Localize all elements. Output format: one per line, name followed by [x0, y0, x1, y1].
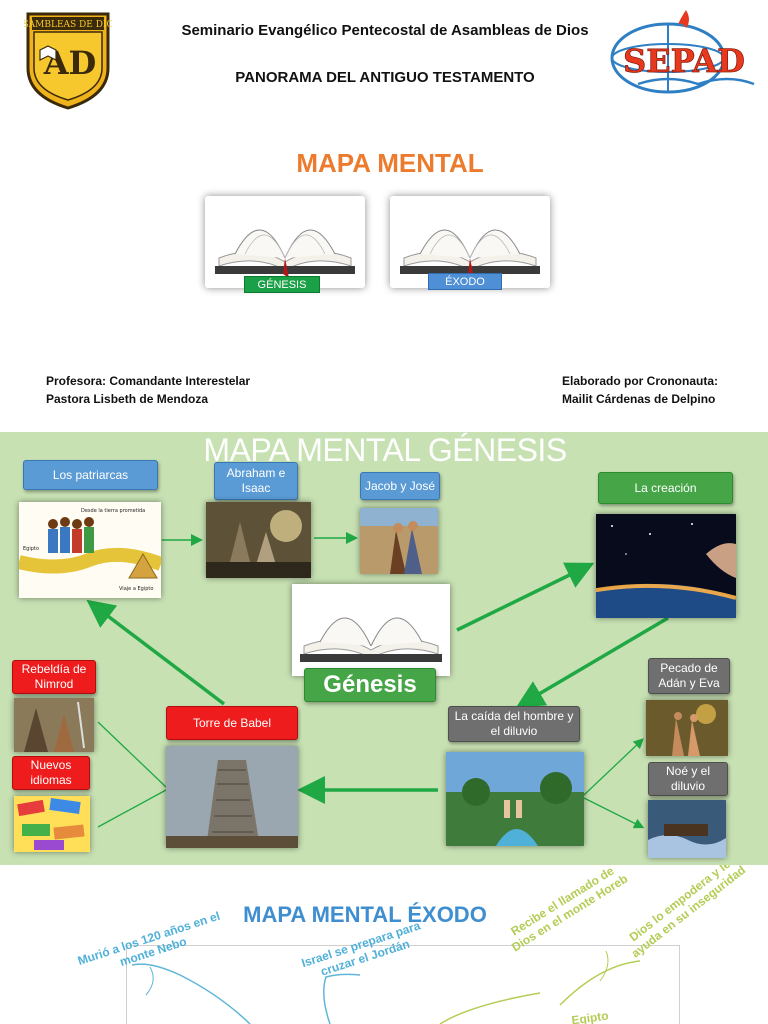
exodo-book-label[interactable]: ÉXODO: [428, 273, 502, 290]
teacher-credits: Profesora: Comandante Interestelar Pasto…: [46, 372, 250, 408]
sepad-logo-text: SEPAD: [623, 42, 745, 80]
patriarcas-caption-2: Egipto: [23, 546, 39, 552]
creacion-image: [596, 514, 736, 618]
node-pecado-adan-eva[interactable]: Pecado de Adán y Eva: [648, 658, 730, 694]
arrow-creacion-caida: [515, 616, 669, 708]
open-book-icon: [390, 196, 550, 288]
caida-image: [446, 752, 584, 846]
sepad-logo: SEPAD: [608, 6, 758, 104]
exodo-branches: [131, 950, 641, 1024]
noe-image: [648, 800, 726, 858]
cover-page: ASAMBLEAS DE DIOS AD Seminario Evangélic…: [0, 0, 768, 432]
patriarcas-caption-1: Desde la tierra prometida: [81, 508, 145, 514]
logo-arc-text: ASAMBLEAS DE DIOS: [24, 20, 112, 30]
exodo-map-title: MAPA MENTAL ÉXODO: [243, 902, 487, 927]
idiomas-image: [14, 796, 90, 852]
branch-line-jordan: [323, 973, 361, 1024]
author-line-1: Elaborado por Crononauta:: [562, 374, 718, 388]
cover-title: MAPA MENTAL: [296, 148, 484, 178]
open-book-icon: [205, 196, 365, 288]
arrow-babel-patriarcas: [86, 599, 226, 706]
patriarcas-caption-3: Viaje a Egipto: [119, 586, 153, 592]
node-creacion[interactable]: La creación: [598, 472, 733, 504]
arrow-genesis-creacion: [456, 562, 595, 632]
genesis-book-card[interactable]: [205, 196, 365, 288]
genesis-book-label[interactable]: GÉNESIS: [244, 276, 320, 293]
node-rebeldia-nimrod[interactable]: Rebeldía de Nimrod: [12, 660, 96, 694]
exodo-frame: [126, 945, 680, 1024]
torre-babel-image: [166, 746, 298, 848]
adan-eva-image: [646, 700, 728, 756]
exodo-mind-map: MAPA MENTAL ÉXODO Murió a los 120 años e…: [0, 865, 768, 1024]
author-credits: Elaborado por Crononauta: Mailit Cárdena…: [562, 372, 718, 408]
branch-line-muerte: [131, 963, 251, 1024]
arrow-caida-pecado: [583, 738, 644, 796]
genesis-center-book: [292, 584, 450, 676]
jacob-jose-image: [360, 508, 438, 574]
abraham-image: [206, 502, 311, 578]
node-jacob-jose[interactable]: Jacob y José: [360, 472, 440, 500]
teacher-line-1: Profesora: Comandante Interestelar: [46, 374, 251, 388]
patriarcas-image: Desde la tierra prometida Egipto Viaje a…: [19, 502, 161, 598]
asambleas-de-dios-logo: ASAMBLEAS DE DIOS AD: [15, 10, 120, 110]
node-nuevos-idiomas[interactable]: Nuevos idiomas: [12, 756, 90, 790]
branch-twig: [145, 966, 154, 996]
arrow-babel-rebeldia: [97, 721, 167, 788]
node-caida-diluvio[interactable]: La caída del hombre y el diluvio: [448, 706, 580, 742]
node-torre-babel[interactable]: Torre de Babel: [166, 706, 298, 740]
teacher-line-2: Pastora Lisbeth de Mendoza: [46, 392, 209, 406]
institution-name: Seminario Evangélico Pentecostal de Asam…: [181, 22, 589, 39]
node-patriarcas[interactable]: Los patriarcas: [23, 460, 158, 490]
author-line-2: Mailit Cárdenas de Delpino: [562, 392, 716, 406]
connector-arrows: [86, 532, 669, 829]
node-abraham-isaac[interactable]: Abraham e Isaac: [214, 462, 298, 500]
arrow-babel-idiomas: [97, 789, 167, 828]
nimrod-image: [14, 698, 94, 752]
branch-twig: [599, 950, 609, 982]
branch-line-empodera: [559, 960, 641, 1006]
genesis-mind-map: MAPA MENTAL GÉNESIS Los patriarcas: [0, 432, 768, 865]
arrow-caida-noe: [583, 797, 645, 829]
open-book-icon: [292, 584, 450, 676]
genesis-center-label[interactable]: Génesis: [304, 668, 436, 702]
course-name: PANORAMA DEL ANTIGUO TESTAMENTO: [235, 69, 535, 86]
exodo-book-card[interactable]: [390, 196, 550, 288]
branch-line-llamado: [439, 992, 541, 1024]
node-noe-diluvio[interactable]: Noé y el diluvio: [648, 762, 728, 796]
